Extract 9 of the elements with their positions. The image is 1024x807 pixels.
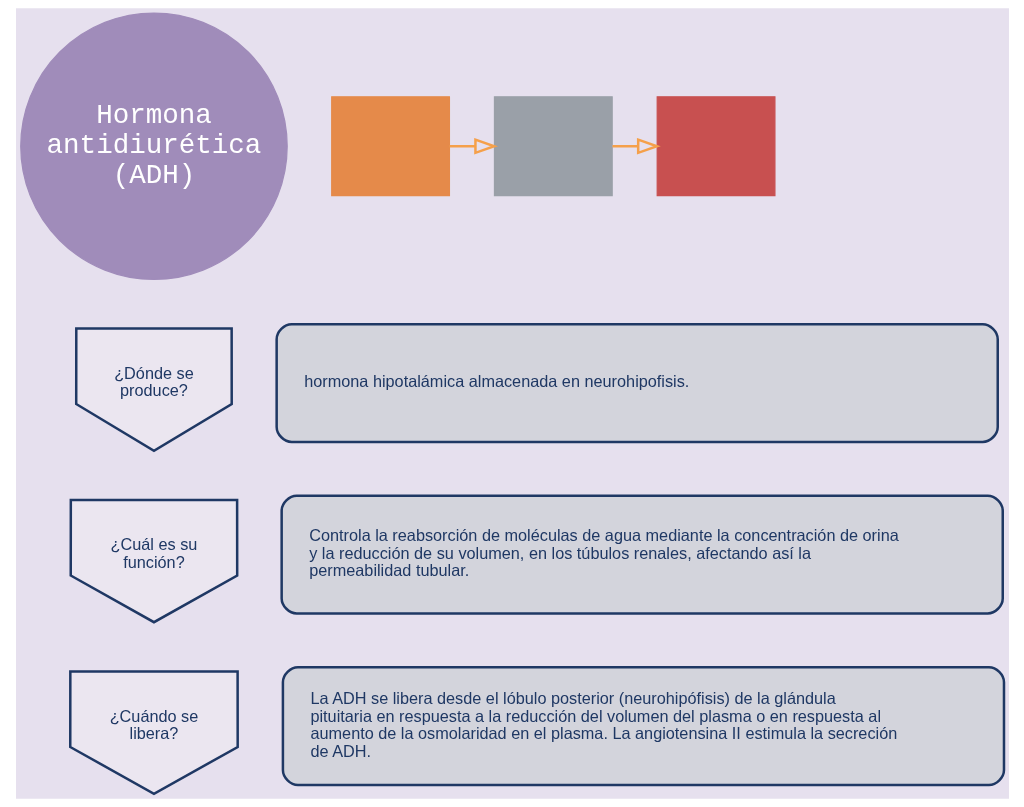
node-box: La ADH se libera desde el lóbulo posterior (neurohipófisis) de la glándula pituitaria en respuesta a la reducción del volumen del plasma o en respuesta al aumento de la osmolaridad en el plasma. La angiotensina II estimula la secreción de ADH. <box>281 666 1005 787</box>
node-box: Controla la reabsorción de moléculas de agua mediante la concentración de orina y la reducción de su volumen, en los túbulos renales, afectando así la permeabilidad tubular. <box>279 494 1004 615</box>
node-circle: Hormona antidiurética (ADH) <box>19 12 288 281</box>
node-box <box>330 96 450 197</box>
node-box: hormona hipotalámica almacenada en neurohipofisis. <box>274 323 999 444</box>
arrow <box>449 137 498 155</box>
arrow <box>611 137 661 155</box>
node-box <box>656 96 776 197</box>
node-box <box>493 96 613 197</box>
